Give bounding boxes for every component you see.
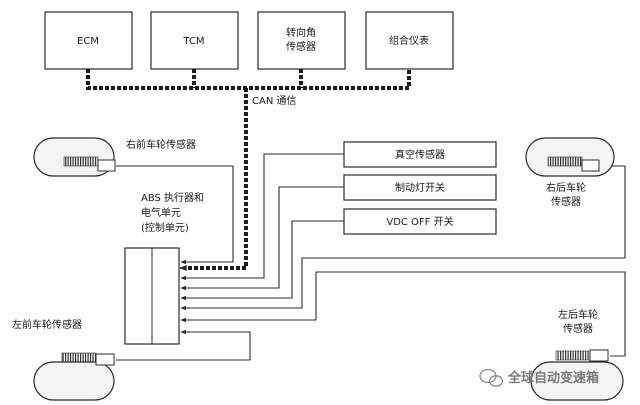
abs-label-line2: 电气单元 <box>141 206 181 219</box>
vdc-off-switch-label: VDC OFF 开关 <box>386 215 453 228</box>
abs-label-line1: ABS 执行器和 <box>141 191 204 204</box>
front-right-sensor-label: 右前车轮传感器 <box>126 138 196 151</box>
steering-angle-label-line2: 传感器 <box>286 40 316 53</box>
vacuum-sensor-label: 真空传感器 <box>395 148 445 161</box>
vdc-off-switch-box: VDC OFF 开关 <box>343 208 497 235</box>
tcm-module: TCM <box>150 11 239 70</box>
wechat-icon <box>479 368 504 387</box>
ecm-label: ECM <box>77 36 99 47</box>
front-left-wheel <box>33 352 115 401</box>
signal-wires <box>116 153 626 361</box>
rear-left-sensor-label-line1: 左后车轮 <box>558 308 598 321</box>
combination-meter-label: 组合仪表 <box>389 34 429 47</box>
watermark-text: 全球自动变速箱 <box>507 370 599 386</box>
vacuum-sensor-box: 真空传感器 <box>343 141 497 168</box>
can-bus <box>86 69 411 270</box>
brake-light-switch-box: 制动灯开关 <box>343 174 497 201</box>
can-bus-label: CAN 通信 <box>252 95 296 107</box>
brake-light-switch-label: 制动灯开关 <box>395 181 445 194</box>
rear-left-wheel <box>530 349 624 401</box>
abs-actuator-unit <box>124 247 180 345</box>
front-left-sensor-label: 左前车轮传感器 <box>12 318 82 331</box>
watermark: 全球自动变速箱 <box>479 368 599 387</box>
tcm-label: TCM <box>182 36 204 47</box>
ecm-module: ECM <box>44 11 133 70</box>
abs-label-line3: (控制单元) <box>141 221 189 234</box>
steering-angle-label-line1: 转向角 <box>286 26 316 39</box>
rear-right-wheel <box>525 137 615 177</box>
front-right-wheel <box>33 137 116 177</box>
rear-left-sensor-label-line2: 传感器 <box>563 322 593 335</box>
rear-right-sensor-label-line1: 右后车轮 <box>546 181 586 194</box>
combination-meter-module: 组合仪表 <box>365 11 454 70</box>
rear-right-sensor-label-line2: 传感器 <box>551 195 581 208</box>
steering-angle-sensor-module: 转向角 传感器 <box>257 11 346 70</box>
